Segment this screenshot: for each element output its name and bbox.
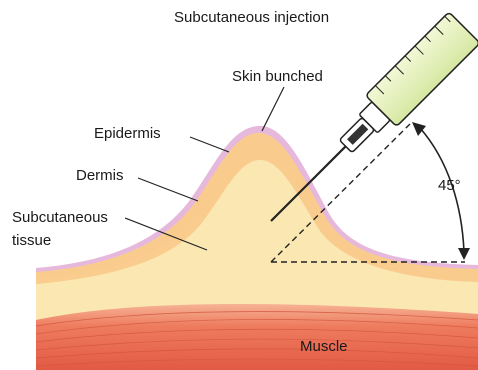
muscle-layer xyxy=(36,302,478,370)
label-epidermis: Epidermis xyxy=(94,125,161,142)
label-muscle: Muscle xyxy=(300,338,348,355)
label-subcutaneous-line1: Subcutaneous xyxy=(12,209,108,226)
syringe xyxy=(330,12,478,162)
label-subcutaneous-line2: tissue xyxy=(12,232,51,249)
label-dermis: Dermis xyxy=(76,167,124,184)
label-skin-bunched: Skin bunched xyxy=(232,68,323,85)
label-angle: 45° xyxy=(438,177,461,194)
diagram-title: Subcutaneous injection xyxy=(174,9,329,26)
